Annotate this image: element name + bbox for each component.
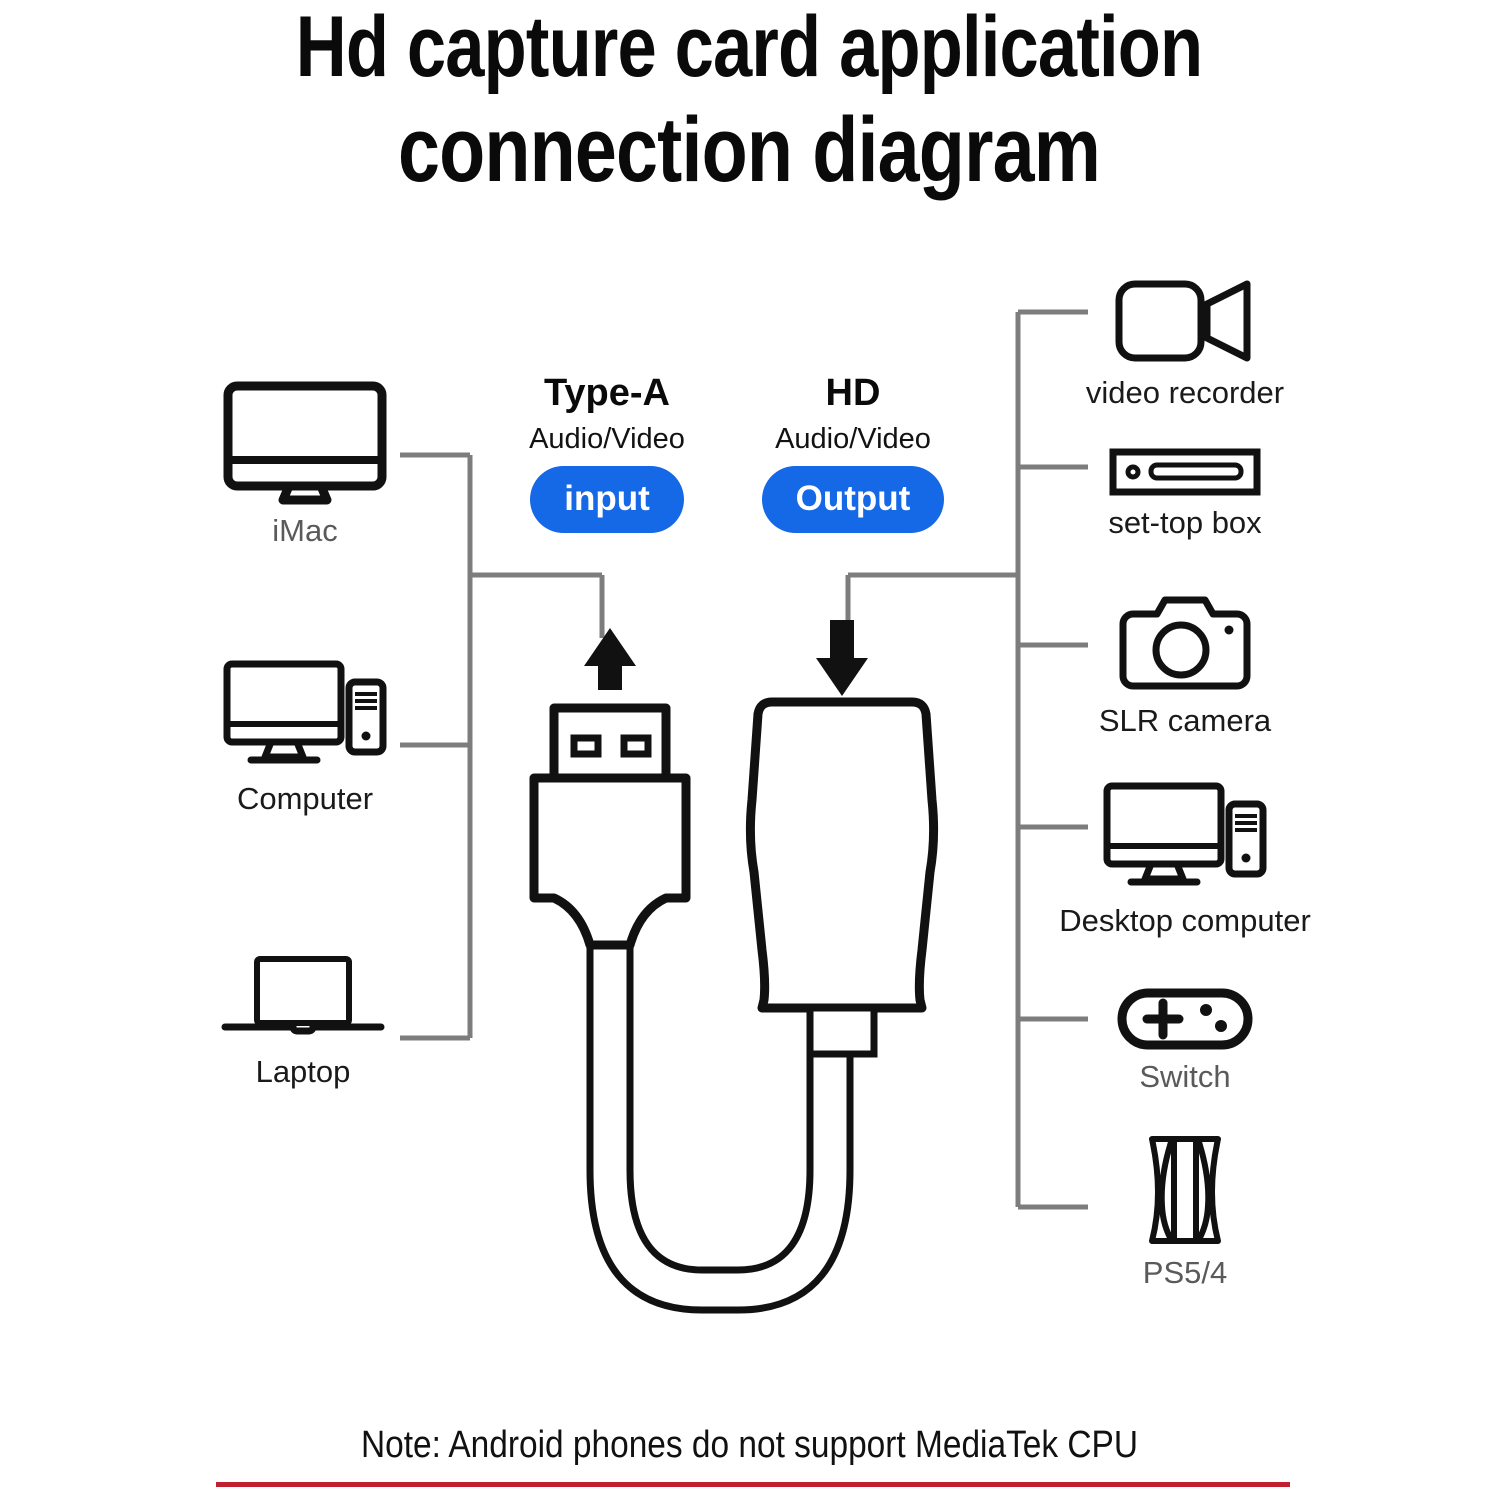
source-device-computer[interactable]: Computer (180, 660, 430, 816)
hd-capture-card-body (745, 697, 939, 1013)
destination-device-switch[interactable]: Switch (1060, 988, 1310, 1094)
computer-icon (223, 660, 387, 764)
usb-pin-left (570, 734, 602, 758)
destination-label-desktop-computer: Desktop computer (1059, 903, 1311, 938)
switch-console-icon (1117, 988, 1253, 1050)
port-block-input: Type-A Audio/Video input (476, 374, 738, 533)
output-port-name: HD (825, 372, 881, 414)
arrow-up-icon (584, 628, 636, 690)
arrow-down-icon (816, 620, 868, 696)
slr-camera-icon (1119, 596, 1251, 690)
input-port-name: Type-A (544, 372, 670, 414)
cable-outer-edge (586, 941, 854, 1314)
laptop-icon (221, 956, 385, 1035)
destination-device-video-recorder[interactable]: video recorder (1060, 278, 1310, 410)
destination-device-ps5[interactable]: PS5/4 (1060, 1134, 1310, 1290)
destination-device-slr-camera[interactable]: SLR camera (1060, 596, 1310, 738)
usb-pin-right (620, 734, 652, 758)
video-recorder-icon (1115, 280, 1251, 362)
destination-label-set-top-box: set-top box (1108, 505, 1262, 540)
source-label-computer: Computer (236, 781, 374, 816)
source-label-laptop: Laptop (255, 1054, 351, 1089)
capture-card-strain-relief (806, 1004, 878, 1058)
cable-inner-edge (626, 941, 814, 1274)
destination-label-slr-camera: SLR camera (1098, 703, 1272, 738)
footer-note-text: Note: Android phones do not support Medi… (360, 1424, 1138, 1466)
usb-type-a-connector (529, 703, 691, 950)
footer-note: Note: Android phones do not support Medi… (0, 1424, 1498, 1467)
source-device-imac[interactable]: iMac (180, 381, 430, 548)
destination-label-video-recorder: video recorder (1085, 375, 1285, 410)
output-badge[interactable]: Output (761, 466, 945, 533)
title-line-2: connection diagram (397, 99, 1101, 201)
destination-device-desktop-computer[interactable]: Desktop computer (1035, 782, 1335, 938)
footer-red-rule (216, 1482, 1290, 1487)
port-block-output: HD Audio/Video Output (722, 374, 984, 533)
set-top-box-icon (1109, 448, 1261, 496)
page-title: Hd capture card application connection d… (0, 0, 1498, 196)
imac-icon (223, 381, 387, 505)
ps5-console-icon (1149, 1136, 1221, 1244)
desktop-computer-icon (1103, 782, 1267, 886)
destination-label-ps5: PS5/4 (1142, 1255, 1228, 1290)
input-port-subtitle: Audio/Video (529, 423, 685, 455)
source-device-laptop[interactable]: Laptop (178, 955, 428, 1089)
input-badge[interactable]: input (530, 466, 684, 533)
output-port-subtitle: Audio/Video (775, 423, 931, 455)
destination-device-set-top-box[interactable]: set-top box (1060, 448, 1310, 540)
title-line-1: Hd capture card application (295, 0, 1203, 95)
source-label-imac: iMac (272, 513, 338, 548)
destination-label-switch: Switch (1139, 1059, 1231, 1094)
capture-card-assembly (529, 620, 939, 1314)
